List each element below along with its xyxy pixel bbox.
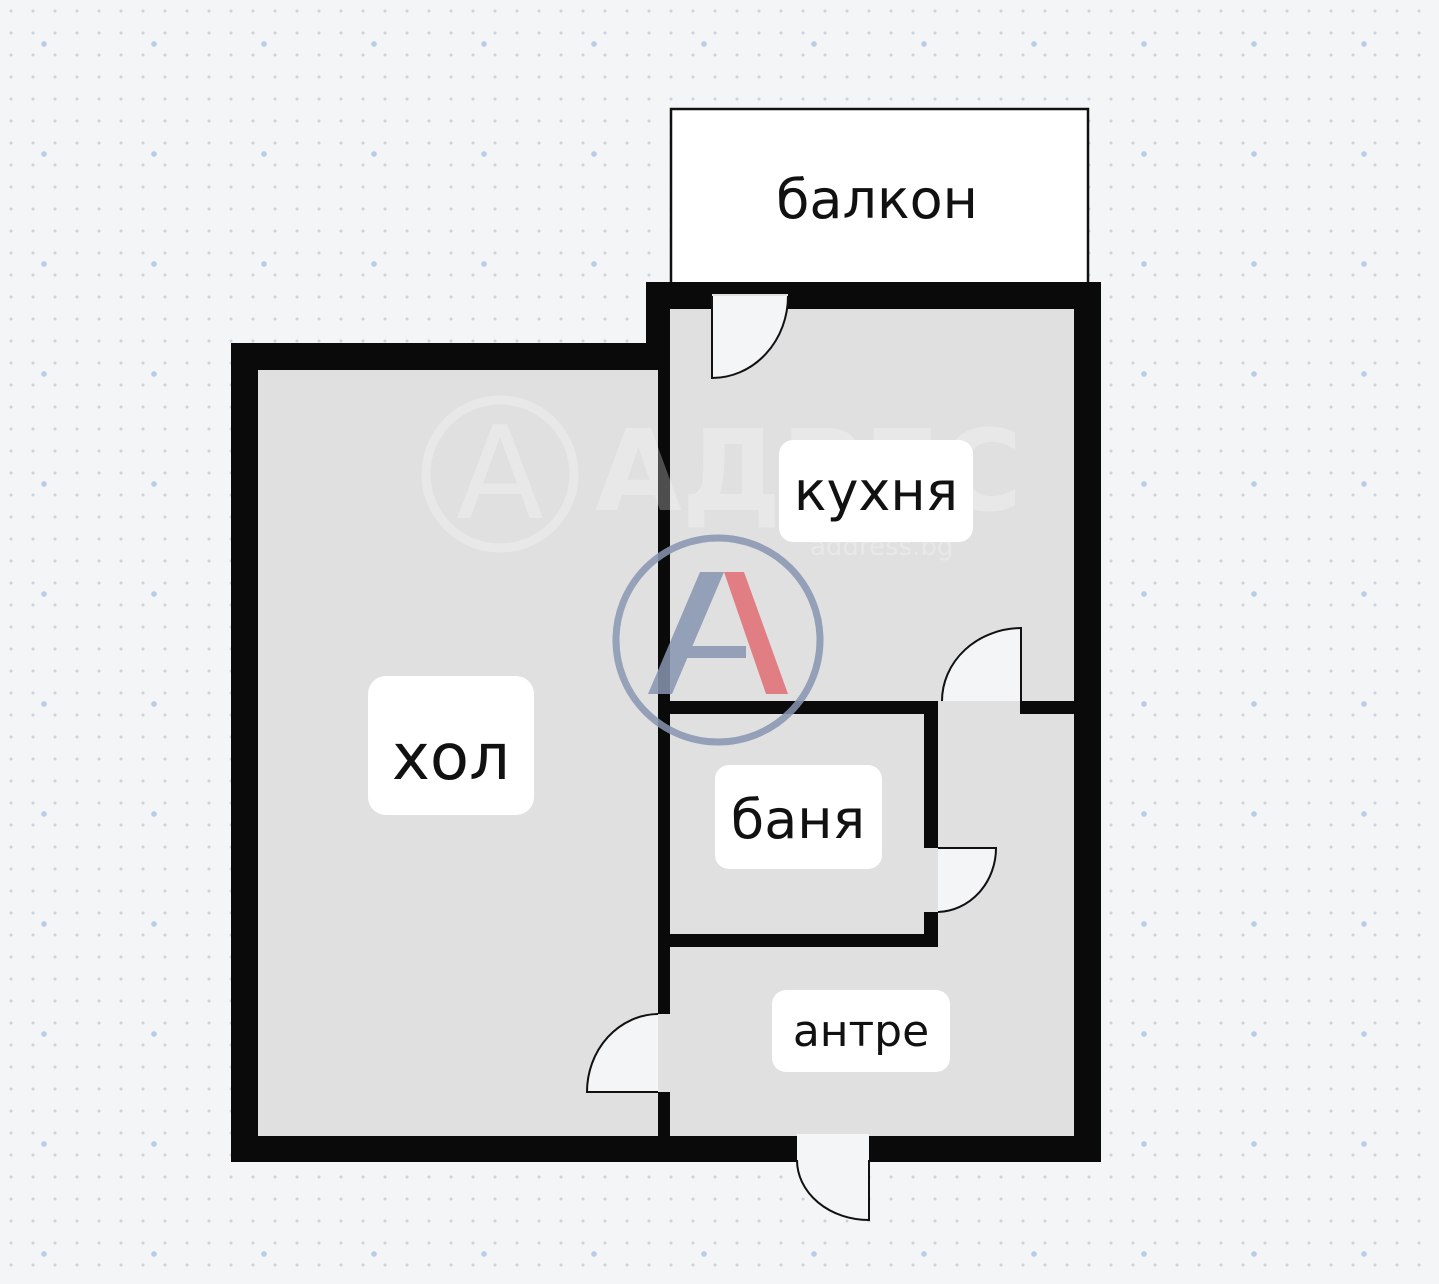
wall-bath-bottom [658, 934, 938, 947]
watermark-logo-ring [421, 395, 579, 553]
door-swing-bathroom [937, 847, 998, 913]
kitchen-label: кухня [794, 460, 958, 523]
door-swing-balcony [711, 295, 789, 380]
brand-logo-a-right [724, 572, 788, 694]
wall-kitchen-hall [1020, 701, 1074, 714]
hallway-label: антре [793, 1006, 929, 1057]
door-opening-living [657, 1014, 671, 1092]
brand-logo [612, 534, 824, 746]
brand-logo-ring [612, 534, 824, 746]
living-room-label: хол [392, 721, 510, 795]
brand-logo-a-left [648, 572, 724, 694]
bathroom-label: баня [731, 788, 865, 851]
living-room-label-bg [368, 676, 534, 815]
door-opening-entrance [797, 1134, 869, 1164]
kitchen-label-bg [779, 440, 973, 542]
balcony-label: балкон [776, 168, 978, 231]
door-swing-kitchen [941, 626, 1022, 702]
door-swing-living [585, 1013, 659, 1093]
watermark-logo-letter: А [456, 400, 544, 549]
bathroom-label-bg [715, 765, 882, 869]
hallway-label-bg [772, 990, 950, 1072]
balcony-label-bg [768, 152, 986, 244]
door-swing-entrance [796, 1159, 870, 1222]
door-opening-kitchen [942, 700, 1020, 715]
brand-logo-a-bar [686, 646, 746, 658]
door-opening-bathroom [923, 848, 939, 912]
